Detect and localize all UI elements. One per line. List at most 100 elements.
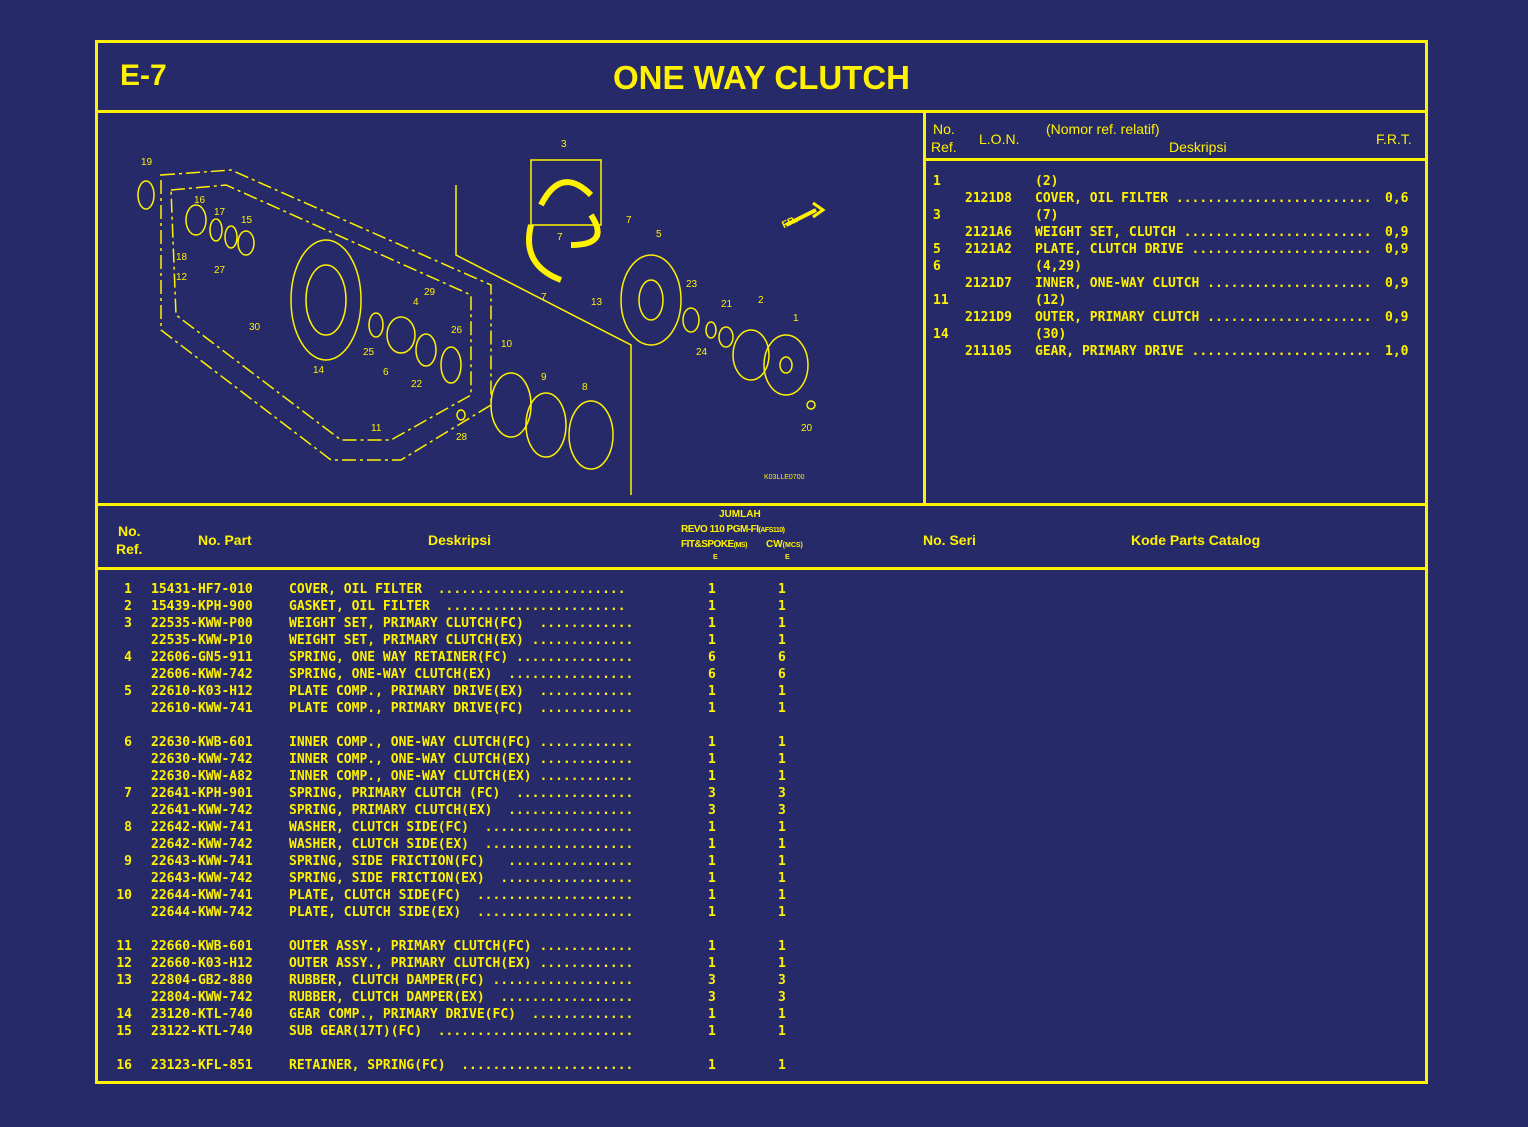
part-desc: PLATE COMP., PRIMARY DRIVE(FC) .........… bbox=[289, 701, 634, 716]
part-desc: SPRING, PRIMARY CLUTCH(EX) .............… bbox=[289, 803, 634, 818]
qty-cw: 1 bbox=[778, 956, 786, 971]
qty-cw: 1 bbox=[778, 905, 786, 920]
svg-text:6: 6 bbox=[383, 367, 389, 378]
part-number: 22630-KWB-601 bbox=[151, 735, 253, 750]
lon-code: 2121A6 bbox=[965, 225, 1012, 240]
part-number: 22641-KPH-901 bbox=[151, 786, 253, 801]
catalog-page-frame: E-7 ONE WAY CLUTCH bbox=[95, 40, 1428, 1084]
row-spacer bbox=[108, 1040, 908, 1057]
svg-text:13: 13 bbox=[591, 297, 603, 308]
part-desc: SUB GEAR(17T)(FC) ......................… bbox=[289, 1024, 634, 1039]
header-relative: (Nomor ref. relatif) bbox=[1046, 121, 1160, 137]
qty-cw: 3 bbox=[778, 803, 786, 818]
part-number: 22610-KWW-741 bbox=[151, 701, 253, 716]
qty-cw: 1 bbox=[778, 1024, 786, 1039]
qty-cw: 1 bbox=[778, 888, 786, 903]
part-number: 22641-KWW-742 bbox=[151, 803, 253, 818]
lon-frt: 0,9 bbox=[1385, 242, 1409, 257]
lon-table-row: 2121A6 WEIGHT SET, CLUTCH ...............… bbox=[933, 224, 1423, 241]
svg-text:4: 4 bbox=[413, 297, 419, 308]
part-desc: WASHER, CLUTCH SIDE(FC) ................… bbox=[289, 820, 634, 835]
part-number: 15439-KPH-900 bbox=[151, 599, 253, 614]
header-col2-marker: E bbox=[785, 554, 790, 561]
part-ref: 8 bbox=[124, 820, 132, 835]
qty-fit-spoke: 1 bbox=[708, 939, 716, 954]
qty-cw: 3 bbox=[778, 786, 786, 801]
part-desc: PLATE COMP., PRIMARY DRIVE(EX) .........… bbox=[289, 684, 634, 699]
qty-cw: 6 bbox=[778, 667, 786, 682]
qty-cw: 1 bbox=[778, 769, 786, 784]
svg-text:28: 28 bbox=[456, 432, 468, 443]
lon-table-row: 14(30) bbox=[933, 326, 1423, 343]
qty-fit-spoke: 3 bbox=[708, 973, 716, 988]
header-qty-title: JUMLAH bbox=[719, 509, 761, 520]
qty-fit-spoke: 1 bbox=[708, 837, 716, 852]
part-ref: 9 bbox=[124, 854, 132, 869]
lon-frt: 0,6 bbox=[1385, 191, 1409, 206]
lon-desc: WEIGHT SET, CLUTCH .....................… bbox=[1035, 225, 1380, 240]
part-number: 22535-KWW-P10 bbox=[151, 633, 253, 648]
part-ref: 16 bbox=[116, 1058, 132, 1073]
svg-text:24: 24 bbox=[696, 347, 708, 358]
part-desc: OUTER ASSY., PRIMARY CLUTCH(FC) ........… bbox=[289, 939, 634, 954]
qty-fit-spoke: 1 bbox=[708, 735, 716, 750]
part-number: 22642-KWW-742 bbox=[151, 837, 253, 852]
page-title: ONE WAY CLUTCH bbox=[612, 59, 911, 96]
lon-ref: 5 bbox=[933, 242, 941, 257]
part-desc: SPRING, PRIMARY CLUTCH (FC) ............… bbox=[289, 786, 634, 801]
lon-code: 211105 bbox=[965, 344, 1012, 359]
svg-text:10: 10 bbox=[501, 339, 513, 350]
svg-text:5: 5 bbox=[656, 229, 662, 240]
part-ref: 10 bbox=[116, 888, 132, 903]
qty-cw: 1 bbox=[778, 837, 786, 852]
parts-table-row: 22535-KWW-P10 WEIGHT SET, PRIMARY CLUTCH(… bbox=[108, 632, 908, 649]
svg-text:14: 14 bbox=[313, 365, 325, 376]
qty-cw: 1 bbox=[778, 752, 786, 767]
lon-frt: 0,9 bbox=[1385, 276, 1409, 291]
qty-fit-spoke: 1 bbox=[708, 871, 716, 886]
part-number: 22644-KWW-742 bbox=[151, 905, 253, 920]
header-no-ref-2: Ref. bbox=[931, 139, 957, 155]
qty-fit-spoke: 1 bbox=[708, 956, 716, 971]
part-desc: WEIGHT SET, PRIMARY CLUTCH(EX) .........… bbox=[289, 633, 634, 648]
lon-code: 2121D8 bbox=[965, 191, 1012, 206]
qty-fit-spoke: 1 bbox=[708, 1007, 716, 1022]
lon-desc: GEAR, PRIMARY DRIVE ....................… bbox=[1035, 344, 1380, 359]
header-no-ref-1: No. bbox=[933, 121, 955, 137]
qty-cw: 3 bbox=[778, 990, 786, 1005]
part-desc: GEAR COMP., PRIMARY DRIVE(FC) ..........… bbox=[289, 1007, 634, 1022]
header-frt: F.R.T. bbox=[1376, 131, 1412, 147]
parts-table-row: 22610-KWW-741 PLATE COMP., PRIMARY DRIVE(… bbox=[108, 700, 908, 717]
lon-code: 2121A2 bbox=[965, 242, 1012, 257]
part-ref: 1 bbox=[124, 582, 132, 597]
qty-fit-spoke: 3 bbox=[708, 786, 716, 801]
part-desc: INNER COMP., ONE-WAY CLUTCH(EX) ........… bbox=[289, 769, 634, 784]
svg-text:15: 15 bbox=[241, 215, 253, 226]
svg-text:22: 22 bbox=[411, 379, 423, 390]
header-part-no: No. Part bbox=[198, 532, 252, 548]
divider bbox=[926, 158, 1425, 161]
svg-text:16: 16 bbox=[194, 195, 206, 206]
header-catalog: Kode Parts Catalog bbox=[1131, 532, 1261, 548]
qty-fit-spoke: 1 bbox=[708, 905, 716, 920]
header-no-ref-2: Ref. bbox=[116, 541, 143, 557]
header-col1-marker: E bbox=[713, 554, 718, 561]
svg-text:3: 3 bbox=[561, 139, 567, 150]
lon-desc: (30) bbox=[1035, 327, 1067, 342]
part-ref: 12 bbox=[116, 956, 132, 971]
part-number: 22642-KWW-741 bbox=[151, 820, 253, 835]
svg-text:20: 20 bbox=[801, 423, 813, 434]
qty-cw: 1 bbox=[778, 735, 786, 750]
lon-frt: 1,0 bbox=[1385, 344, 1409, 359]
part-ref: 11 bbox=[116, 939, 132, 954]
svg-text:K03LLE0700: K03LLE0700 bbox=[764, 474, 805, 481]
